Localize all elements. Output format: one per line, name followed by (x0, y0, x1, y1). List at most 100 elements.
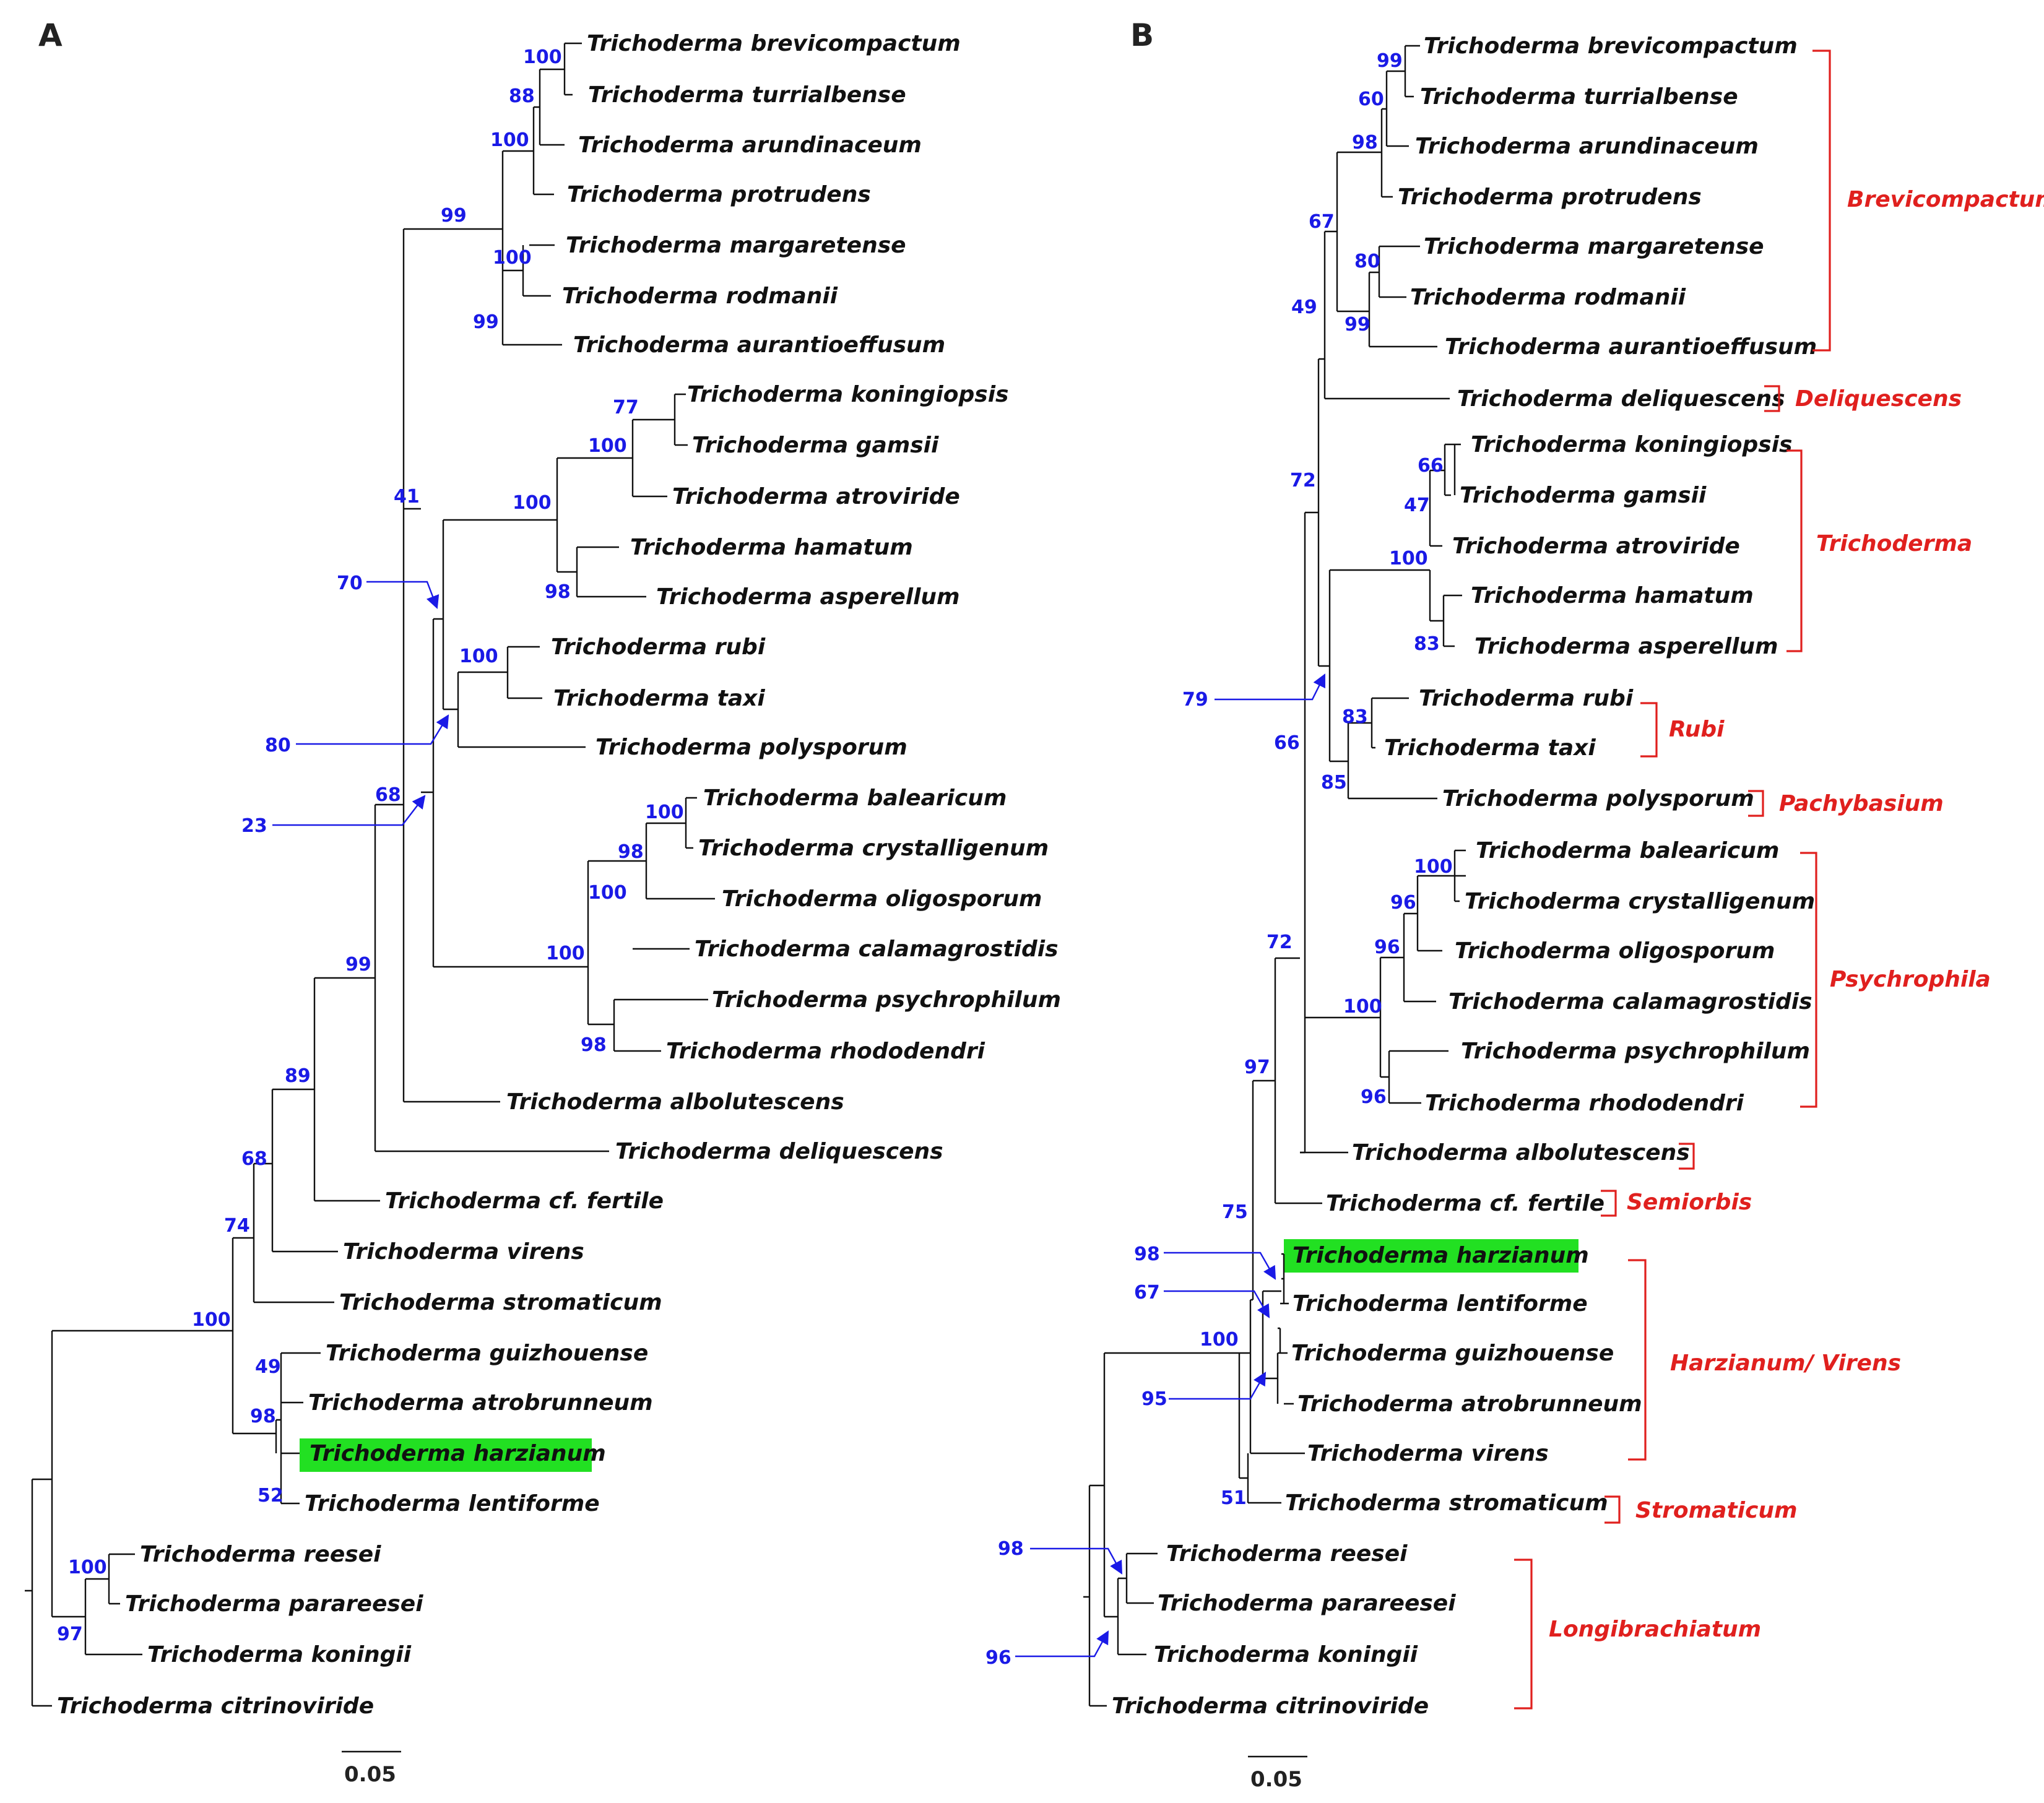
bootstrap-value: 98 (545, 581, 571, 603)
taxon-label: Trichoderma rodmanii (562, 283, 838, 309)
arrow-23 (272, 795, 426, 826)
bracket-rubi (1640, 702, 1658, 758)
taxon-label: Trichoderma polysporum (595, 735, 907, 760)
bootstrap-value: 100 (1200, 1329, 1239, 1351)
bootstrap-value: 77 (613, 397, 639, 418)
scale-label-b: 0.05 (1250, 1767, 1302, 1792)
bracket-albolutescens (1679, 1143, 1695, 1170)
taxon-label: Trichoderma atrobrunneum (1297, 1391, 1642, 1417)
taxon-label: Trichoderma rubi (1419, 686, 1634, 711)
taxon-label: Trichoderma margaretense (1424, 234, 1764, 259)
clade-label: Rubi (1669, 717, 1725, 742)
taxon-label: Trichoderma rodmanii (1410, 285, 1686, 310)
taxon-label: Trichoderma virens (1307, 1441, 1549, 1466)
bootstrap-value: 80 (265, 735, 291, 756)
bracket-deliquescens (1764, 385, 1780, 412)
bootstrap-value: 23 (241, 815, 267, 837)
bracket-longibrachiatum (1514, 1559, 1533, 1710)
bootstrap-value: 80 (1354, 251, 1380, 272)
taxon-label: Trichoderma albolutescens (1352, 1140, 1690, 1165)
taxon-label: Trichoderma arundinaceum (578, 132, 922, 158)
panel-a-label: A (38, 17, 63, 53)
bootstrap-value: 100 (1414, 856, 1453, 878)
bootstrap-value: 99 (441, 205, 467, 227)
clade-label: Trichoderma (1816, 531, 1972, 556)
taxon-label: Trichoderma polysporum (1442, 786, 1754, 811)
taxa-labels-b: Trichoderma brevicompactum Trichoderma t… (1112, 33, 1817, 1719)
taxon-label: Trichoderma guizhouense (326, 1341, 648, 1366)
taxon-label: Trichoderma rhododendri (666, 1039, 985, 1064)
taxon-label: Trichoderma hamatum (1471, 583, 1754, 608)
taxon-label: Trichoderma harzianum (1293, 1243, 1589, 1268)
bracket-semiorbis (1601, 1190, 1617, 1217)
taxa-labels-a: Trichoderma brevicompactum Trichoderma t… (57, 31, 1061, 1719)
bootstrap-value: 100 (459, 646, 498, 667)
clade-label: Semiorbis (1627, 1190, 1752, 1215)
bootstrap-value: 85 (1321, 772, 1347, 793)
bootstrap-value: 49 (1291, 296, 1317, 318)
bootstrap-value: 98 (1352, 132, 1378, 153)
taxon-label: Trichoderma taxi (553, 686, 765, 711)
arrow-70 (366, 581, 440, 610)
scale-label-a: 0.05 (344, 1762, 396, 1787)
bootstrap-value: 67 (1309, 211, 1335, 233)
bootstrap-value: 68 (375, 784, 401, 806)
taxon-label: Trichoderma cf. fertile (385, 1188, 664, 1214)
bootstrap-value: 68 (241, 1148, 267, 1170)
panel-a: A Trichoderma brevicompactum Trichoderma… (25, 17, 1061, 1787)
bootstrap-value: 99 (1377, 50, 1403, 72)
panel-b: B Trichoderma brevicompactum Trichoderma… (985, 17, 2044, 1792)
taxon-label: Trichoderma citrinoviride (1112, 1693, 1429, 1719)
bootstrap-value: 100 (192, 1309, 231, 1331)
bootstrap-value: 99 (1345, 314, 1371, 335)
taxon-label: Trichoderma aurantioeffusum (1445, 334, 1817, 360)
bootstrap-value: 99 (473, 311, 499, 333)
bootstrap-value: 66 (1274, 732, 1300, 754)
clade-label: Deliquescens (1795, 386, 1962, 412)
arrow-98 (1164, 1252, 1276, 1280)
taxon-label: Trichoderma protrudens (567, 182, 871, 207)
bootstrap-value: 98 (998, 1538, 1024, 1560)
bootstrap-value: 72 (1267, 932, 1293, 953)
taxon-label: Trichoderma koningii (147, 1642, 412, 1667)
taxon-label: Trichoderma calamagrostidis (695, 936, 1059, 962)
taxon-label: Trichoderma oligosporum (722, 886, 1042, 912)
bootstrap-value: 97 (1244, 1057, 1270, 1078)
taxon-label: Trichoderma guizhouense (1291, 1341, 1614, 1366)
arrow-79 (1215, 673, 1326, 701)
bootstrap-value: 100 (546, 943, 585, 964)
taxon-label: Trichoderma koningiopsis (1471, 432, 1792, 457)
bootstrap-value: 98 (250, 1406, 276, 1427)
bootstrap-value: 99 (345, 954, 371, 975)
clade-label: Longibrachiatum (1549, 1617, 1761, 1642)
clade-brackets (1514, 50, 1831, 1710)
bootstrap-value: 72 (1290, 470, 1316, 491)
bootstrap-value: 83 (1342, 706, 1368, 728)
taxon-label: Trichoderma lentiforme (1293, 1291, 1588, 1317)
tree-branches-b (1083, 45, 1466, 1758)
taxon-label: Trichoderma harzianum (310, 1441, 606, 1466)
taxon-label: Trichoderma taxi (1384, 735, 1596, 761)
taxon-label: Trichoderma brevicompactum (587, 31, 961, 56)
taxon-label: Trichoderma gamsii (692, 433, 939, 458)
bootstrap-value: 98 (618, 841, 644, 863)
bootstrap-value: 51 (1221, 1487, 1247, 1509)
taxon-label: Trichoderma virens (343, 1239, 584, 1265)
bootstrap-value: 100 (1389, 548, 1428, 569)
bootstrap-value: 96 (1361, 1086, 1387, 1108)
taxon-label: Trichoderma deliquescens (615, 1139, 943, 1164)
taxon-label: Trichoderma oligosporum (1455, 938, 1775, 964)
bootstrap-value: 98 (581, 1034, 607, 1056)
taxon-label: Trichoderma parareesei (1158, 1591, 1456, 1616)
highlight-box-b (1284, 1239, 1578, 1273)
bootstrap-value: 100 (1343, 996, 1382, 1018)
bootstrap-value: 79 (1182, 689, 1208, 711)
taxon-label: Trichoderma rhododendri (1425, 1091, 1744, 1116)
taxon-label: Trichoderma turrialbense (1420, 84, 1738, 110)
taxon-label: Trichoderma calamagrostidis (1449, 989, 1812, 1014)
bootstrap-value: 60 (1358, 89, 1384, 110)
bootstrap-value: 49 (255, 1356, 281, 1378)
taxon-label: Trichoderma brevicompactum (1424, 33, 1798, 59)
arrow-80 (296, 714, 449, 745)
